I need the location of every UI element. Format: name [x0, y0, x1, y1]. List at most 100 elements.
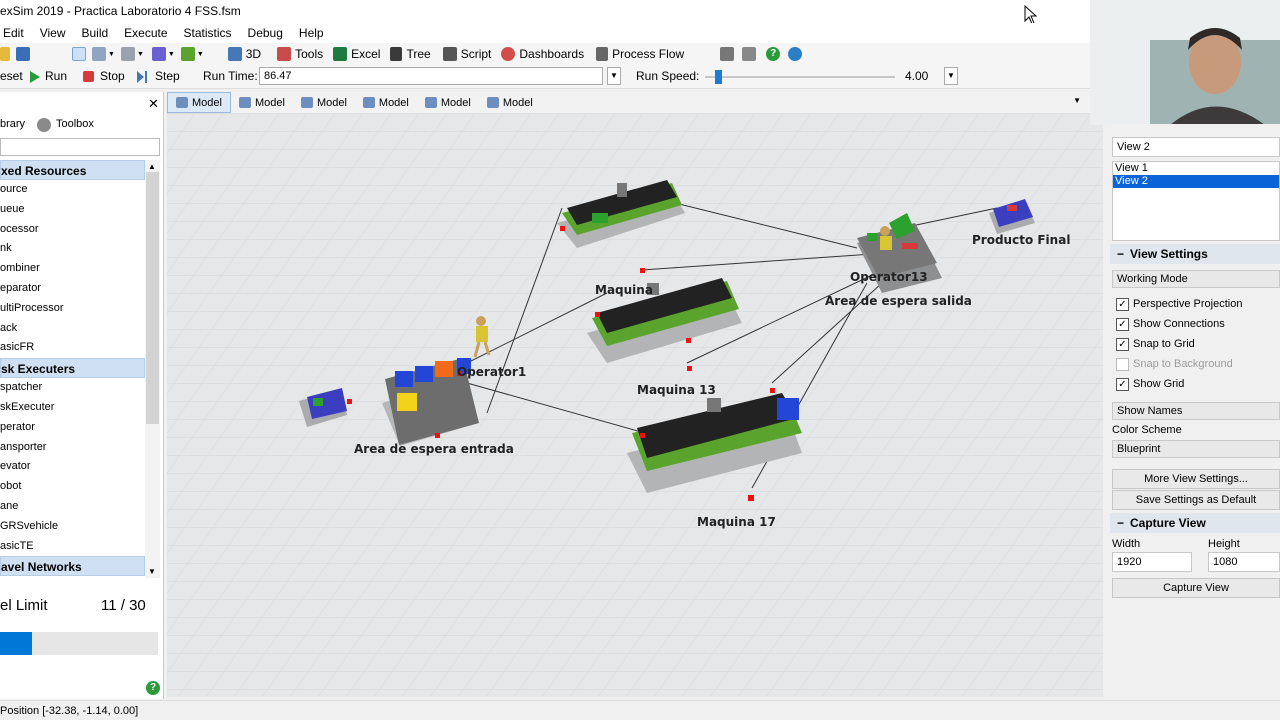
open-icon[interactable]	[0, 47, 10, 61]
library-item[interactable]: ombiner	[0, 262, 40, 275]
library-item[interactable]: nk	[0, 242, 12, 255]
connect-mode-icon[interactable]	[92, 47, 106, 61]
tab-model-3[interactable]: Model	[293, 92, 355, 113]
views-list[interactable]: View 1 View 2	[1112, 161, 1280, 241]
library-item[interactable]: eparator	[0, 281, 41, 294]
operator13-figure[interactable]	[880, 213, 915, 250]
stop-icon[interactable]	[83, 71, 94, 82]
color-scheme-select[interactable]: Blueprint	[1112, 440, 1280, 458]
area-espera-salida-queue[interactable]	[857, 223, 942, 293]
capture-view-button[interactable]: Capture View	[1112, 578, 1280, 598]
views-dropdown[interactable]: View 2	[1112, 137, 1280, 157]
views-list-item[interactable]: View 1	[1115, 162, 1148, 174]
script-button[interactable]: Script	[442, 44, 491, 64]
tab-toolbox[interactable]: Toolbox	[56, 118, 94, 130]
tools-button[interactable]: Tools	[277, 44, 323, 64]
save-icon[interactable]	[16, 47, 30, 61]
tab-model-6[interactable]: Model	[479, 92, 541, 113]
window-icon[interactable]	[742, 47, 757, 61]
save-settings-default-button[interactable]: Save Settings as Default	[1112, 490, 1280, 510]
menu-help[interactable]: Help	[298, 26, 324, 40]
source-object[interactable]	[299, 388, 347, 427]
menu-execute[interactable]: Execute	[124, 26, 168, 40]
capture-height-input[interactable]: 1080	[1208, 552, 1280, 572]
maquina-middle-processor[interactable]	[587, 278, 742, 363]
maquina-top-processor[interactable]	[557, 180, 685, 248]
checkbox-perspective-projection[interactable]: ✓Perspective Projection	[1112, 294, 1280, 314]
library-item[interactable]: asicFR	[0, 341, 35, 354]
dashboards-button[interactable]: Dashboards	[501, 44, 584, 64]
select-mode-icon[interactable]	[72, 47, 86, 61]
checkbox-show-grid[interactable]: ✓Show Grid	[1112, 374, 1280, 394]
view-settings-header[interactable]: View Settings	[1110, 244, 1280, 264]
library-scrollbar[interactable]: ▲ ▼	[145, 160, 160, 578]
run-speed-dropdown[interactable]: ▼	[944, 67, 958, 85]
play-icon[interactable]	[30, 71, 40, 83]
scroll-thumb[interactable]	[146, 172, 159, 424]
checkbox-snap-to-grid[interactable]: ✓Snap to Grid	[1112, 334, 1280, 354]
chevron-down-icon[interactable]: ▼	[148, 567, 156, 576]
library-item[interactable]: ack	[0, 321, 18, 334]
chevron-up-icon[interactable]: ▲	[148, 162, 156, 171]
model-scene[interactable]: Maquina Maquina 13 Maquina 17 Operator1 …	[167, 113, 1103, 697]
menu-view[interactable]: View	[39, 26, 66, 40]
maquina-13-processor[interactable]	[627, 393, 802, 493]
operator1-figure[interactable]	[473, 316, 491, 358]
tab-model-5[interactable]: Model	[417, 92, 479, 113]
model-view-3d[interactable]: Model Model Model Model Model Model ▼	[167, 92, 1103, 697]
stop-button[interactable]: Stop	[100, 69, 125, 83]
working-mode-field[interactable]: Working Mode	[1112, 270, 1280, 288]
menu-debug[interactable]: Debug	[247, 26, 283, 40]
process-flow-button[interactable]: Process Flow	[596, 44, 684, 64]
chevron-down-icon[interactable]: ▼	[108, 50, 115, 58]
tab-library[interactable]: brary	[0, 118, 26, 130]
library-item[interactable]: asicTE	[0, 539, 34, 552]
capture-view-header[interactable]: Capture View	[1110, 513, 1280, 533]
run-time-field[interactable]: 86.47	[259, 67, 603, 85]
library-item[interactable]: perator	[0, 420, 35, 433]
library-item[interactable]: ansporter	[0, 440, 47, 453]
library-item[interactable]: ueue	[0, 202, 25, 215]
area-espera-entrada-queue[interactable]	[382, 358, 479, 446]
create-mode-icon[interactable]	[151, 47, 166, 61]
model-icon[interactable]	[180, 47, 195, 61]
library-item[interactable]: ource	[0, 183, 28, 195]
chevron-down-icon[interactable]: ▼	[136, 50, 144, 58]
library-item[interactable]: ane	[0, 499, 19, 512]
run-speed-slider[interactable]	[715, 70, 723, 84]
3d-button[interactable]: 3D	[227, 44, 261, 64]
producto-final-sink[interactable]	[989, 199, 1035, 234]
tabs-dropdown-icon[interactable]: ▼	[1073, 96, 1081, 105]
library-item[interactable]: spatcher	[0, 381, 43, 394]
tree-button[interactable]: Tree	[390, 44, 431, 64]
library-group-fixed-resources[interactable]: xed Resources	[0, 160, 145, 180]
library-group-task-executers[interactable]: sk Executers	[0, 358, 145, 379]
library-group-travel-networks[interactable]: avel Networks	[0, 556, 145, 577]
library-item[interactable]: GRSvehicle	[0, 519, 59, 532]
library-item[interactable]: evator	[0, 460, 31, 473]
library-item[interactable]: ultiProcessor	[0, 301, 64, 314]
menu-build[interactable]: Build	[81, 26, 109, 40]
help-icon[interactable]: ?	[146, 681, 160, 695]
layout-icon[interactable]	[720, 47, 735, 61]
run-button[interactable]: Run	[45, 69, 68, 83]
capture-width-input[interactable]: 1920	[1112, 552, 1192, 572]
help-icon[interactable]: ?	[766, 47, 781, 61]
views-list-item-selected[interactable]: View 2	[1113, 175, 1279, 188]
step-icon[interactable]	[137, 71, 147, 83]
library-item[interactable]: ocessor	[0, 222, 39, 235]
run-time-dropdown[interactable]: ▼	[607, 67, 621, 85]
library-item[interactable]: obot	[0, 480, 22, 493]
disconnect-mode-icon[interactable]	[120, 47, 135, 61]
more-view-settings-button[interactable]: More View Settings...	[1112, 469, 1280, 489]
tab-model-1[interactable]: Model	[167, 92, 231, 113]
tab-model-4[interactable]: Model	[355, 92, 417, 113]
close-icon[interactable]: ✕	[148, 96, 159, 111]
chevron-down-icon[interactable]: ▼	[196, 50, 204, 58]
reset-button[interactable]: eset	[0, 69, 23, 83]
menu-statistics[interactable]: Statistics	[183, 26, 232, 40]
excel-button[interactable]: Excel	[333, 44, 380, 64]
library-item[interactable]: skExecuter	[0, 400, 55, 413]
step-button[interactable]: Step	[155, 69, 180, 83]
tab-model-2[interactable]: Model	[231, 92, 293, 113]
